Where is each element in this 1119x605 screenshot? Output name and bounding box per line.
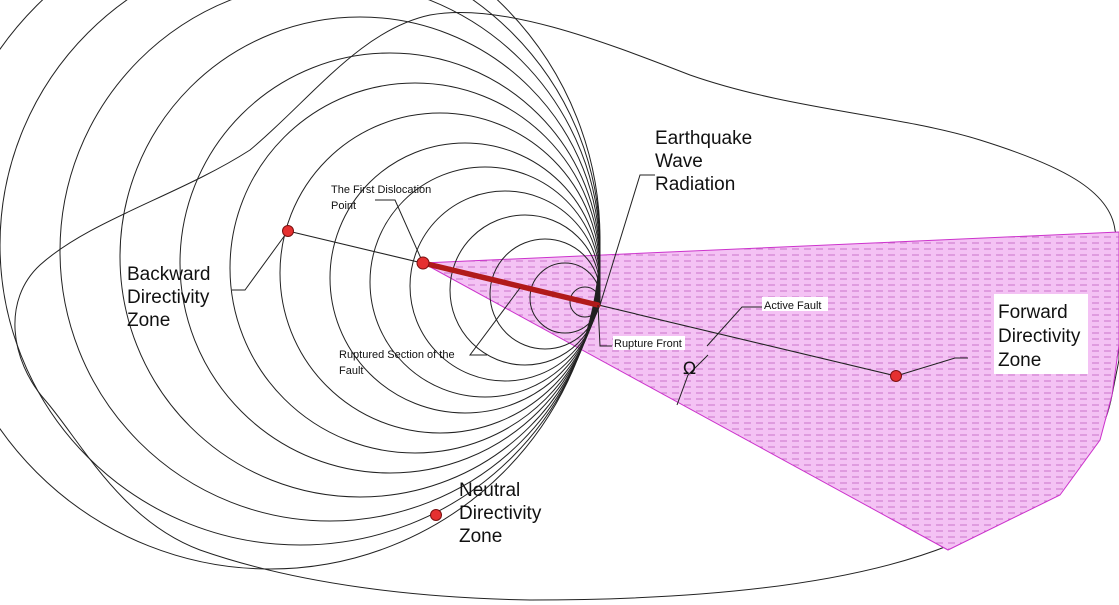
rupture-front-label-bg bbox=[613, 336, 685, 350]
region-boundary bbox=[14, 11, 1119, 601]
leader-active-fault bbox=[706, 306, 762, 347]
forward-zone-label-bg bbox=[994, 294, 1088, 374]
leader-omega bbox=[676, 354, 709, 406]
wave-radiation-circles bbox=[0, 0, 601, 570]
backward-directivity-zone-label: Backward Directivity Zone bbox=[127, 264, 216, 331]
first-dislocation-marker bbox=[416, 256, 430, 270]
leader-first-point bbox=[375, 199, 424, 264]
neutral-zone-marker bbox=[430, 509, 442, 521]
forward-zone-marker bbox=[890, 370, 902, 382]
leader-earthquake bbox=[599, 174, 655, 306]
leader-rupture-front bbox=[597, 304, 612, 347]
wave-circle-11 bbox=[119, 16, 601, 498]
leader-lines bbox=[232, 174, 968, 406]
omega-angle-label: Ω bbox=[683, 359, 696, 379]
leader-ruptured bbox=[469, 287, 521, 356]
earthquake-wave-radiation-label: Earthquake Wave Radiation bbox=[655, 128, 757, 195]
forward-directivity-zone-label: Forward Directivity Zone bbox=[998, 302, 1086, 371]
wave-circle-14 bbox=[0, 0, 601, 570]
first-dislocation-point-label: The First Dislocation Point bbox=[331, 184, 434, 212]
rupture-front-label: Rupture Front bbox=[614, 338, 682, 350]
leader-backward bbox=[232, 230, 289, 291]
ruptured-section-label: Ruptured Section of the Fault bbox=[339, 349, 458, 377]
leader-forward bbox=[895, 357, 968, 377]
neutral-directivity-zone-label: Neutral Directivity Zone bbox=[459, 480, 547, 547]
backward-zone-marker bbox=[282, 225, 294, 237]
ruptured-fault-section bbox=[420, 260, 601, 308]
active-fault-label-bg bbox=[762, 297, 828, 311]
active-fault-label: Active Fault bbox=[764, 300, 821, 312]
